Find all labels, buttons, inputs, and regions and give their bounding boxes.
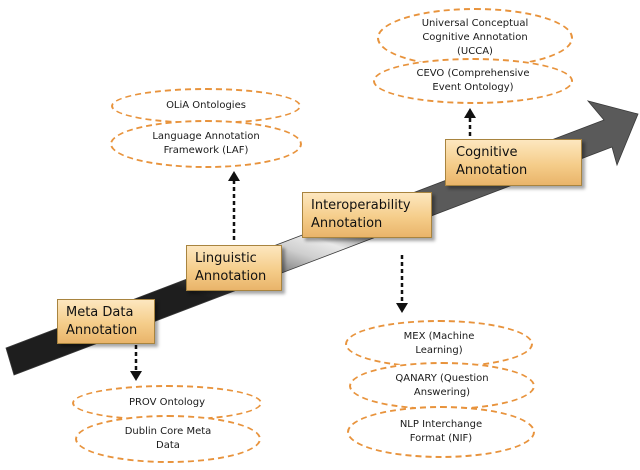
resource-prov-label: PROV Ontology: [128, 397, 206, 408]
resource-mex: MEX (Machine Learning): [345, 320, 533, 368]
connector-cognitive-up-head: [464, 108, 476, 118]
connector-meta-down-head: [130, 371, 142, 381]
resource-olia-label: OLiA Ontologies: [166, 100, 246, 111]
stage-meta-line-1: Meta Data: [66, 305, 134, 320]
stage-linguistic-annotation: Linguistic Annotation: [186, 245, 282, 291]
resource-mex-label: MEX (Machine Learning): [403, 331, 475, 356]
stage-interop-line-2: Annotation: [311, 216, 383, 231]
stage-meta-line-2: Annotation: [66, 323, 138, 338]
resource-ucca-label: Universal Conceptual Cognitive Annotatio…: [421, 18, 529, 57]
stage-cognitive-line-2: Annotation: [456, 163, 528, 178]
resource-qanary-label: QANARY (Question Answering): [395, 373, 489, 398]
connector-interop-down-head: [396, 303, 408, 313]
resource-nif-label: NLP Interchange Format (NIF): [399, 419, 483, 444]
stage-linguistic-line-2: Annotation: [195, 269, 267, 284]
resource-dublin-core: Dublin Core Meta Data: [75, 415, 261, 463]
resource-laf-label: Language Annotation Framework (LAF): [152, 131, 260, 156]
resource-cevo: CEVO (Comprehensive Event Ontology): [373, 58, 573, 104]
stage-linguistic-line-1: Linguistic: [195, 251, 257, 266]
resource-qanary: QANARY (Question Answering): [349, 362, 535, 410]
stage-interop-line-1: Interoperability: [311, 198, 411, 213]
stage-interoperability-annotation: Interoperability Annotation: [302, 192, 432, 238]
stage-cognitive-annotation: Cognitive Annotation: [445, 139, 582, 186]
resource-cevo-label: CEVO (Comprehensive Event Ontology): [416, 68, 530, 93]
resource-olia: OLiA Ontologies: [111, 88, 301, 124]
stage-meta-data-annotation: Meta Data Annotation: [57, 299, 155, 344]
resource-dublin-core-label: Dublin Core Meta Data: [124, 426, 212, 451]
connector-linguistic-up-head: [228, 171, 240, 181]
resource-laf: Language Annotation Framework (LAF): [110, 120, 302, 168]
stage-cognitive-line-1: Cognitive: [456, 145, 518, 160]
resource-nif: NLP Interchange Format (NIF): [347, 406, 535, 458]
